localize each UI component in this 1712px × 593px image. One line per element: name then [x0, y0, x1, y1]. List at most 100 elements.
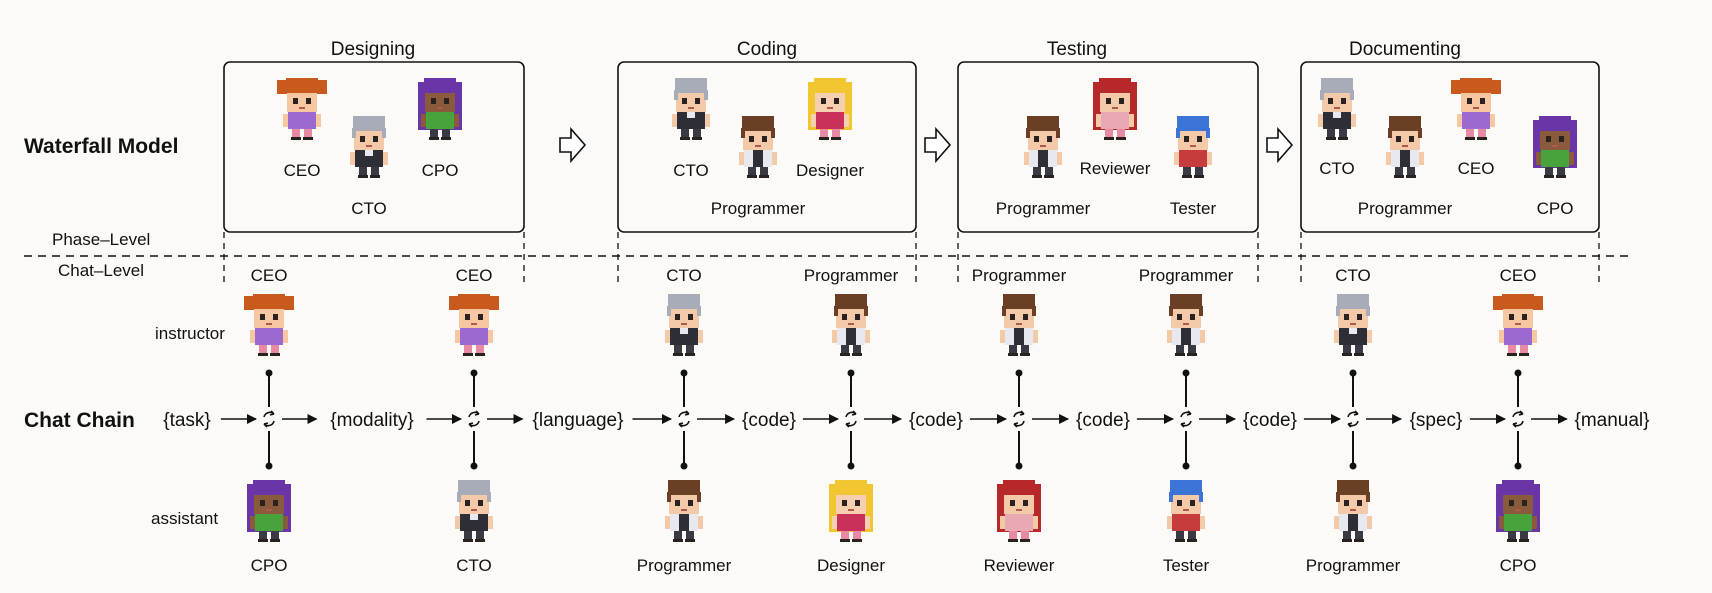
assistant-role-label: CTO: [456, 556, 492, 575]
artifact-task: {task}: [163, 410, 211, 431]
avatar-cto: [350, 116, 388, 178]
artifact-code: {code}: [1076, 410, 1130, 431]
phase-arrows: [559, 126, 1294, 164]
member-label: CEO: [1458, 159, 1495, 178]
avatar-cpo: [247, 480, 291, 542]
link-dot: [1182, 369, 1190, 377]
assistant-role-label: CPO: [251, 556, 288, 575]
link-dot: [680, 369, 688, 377]
avatar-programmer: [1024, 116, 1062, 178]
link-dot: [847, 369, 855, 377]
phase-title: Coding: [737, 39, 797, 60]
avatar-programmer: [739, 116, 777, 178]
link-dot: [847, 462, 855, 470]
avatar-cto: [1318, 78, 1356, 140]
chat-node-3: CTO Programmer: [637, 266, 732, 575]
avatar-cto: [1334, 294, 1372, 356]
avatar-programmer: [1386, 116, 1424, 178]
avatar-tester: [1174, 116, 1212, 178]
chat-level-label: Chat–Level: [58, 261, 144, 280]
avatar-ceo: [277, 78, 327, 140]
chat-node-1: CEO CPO: [244, 266, 294, 575]
avatar-reviewer: [1093, 78, 1137, 140]
chat-loop-icon: [1178, 408, 1194, 430]
artifact-code: {code}: [909, 410, 963, 431]
phase-chat-connectors: [223, 232, 1600, 282]
member-label: Reviewer: [1080, 159, 1151, 178]
chat-loop-icon: [466, 408, 482, 430]
chat-loop-icon: [676, 408, 692, 430]
phase-testing: Testing: [957, 39, 1259, 233]
instructor-role-label: Programmer: [972, 266, 1067, 285]
chat-loop-icon: [261, 408, 277, 430]
member-label: Programmer: [1358, 199, 1453, 218]
avatar-cto: [672, 78, 710, 140]
phase-documenting: Documenting: [1300, 39, 1600, 233]
chat-node-8: CEO CPO: [1493, 266, 1543, 575]
phase-level-label: Phase–Level: [52, 230, 150, 249]
artifact-language: {language}: [533, 410, 624, 431]
instructor-role-label: CEO: [1500, 266, 1537, 285]
link-dot: [1182, 462, 1190, 470]
avatar-programmer: [1334, 480, 1372, 542]
avatar-programmer: [1167, 294, 1205, 356]
phase-box: [223, 61, 525, 233]
instructor-role-label: CEO: [251, 266, 288, 285]
member-label: CTO: [1319, 159, 1355, 178]
link-dot: [265, 369, 273, 377]
chat-loop-icon: [1510, 408, 1526, 430]
assistant-role-label: Programmer: [1306, 556, 1401, 575]
link-dot: [470, 462, 478, 470]
assistant-role-label: Programmer: [637, 556, 732, 575]
avatar-ceo: [449, 294, 499, 356]
chat-loop-icon: [1011, 408, 1027, 430]
link-dot: [1349, 462, 1357, 470]
phase-title: Documenting: [1349, 39, 1461, 60]
link-dot: [470, 369, 478, 377]
phase-arrow-2: [924, 126, 952, 164]
link-dot: [1349, 369, 1357, 377]
member-label: Tester: [1170, 199, 1217, 218]
artifact-manual: {manual}: [1574, 410, 1649, 431]
instructor-label: instructor: [155, 324, 225, 343]
artifact-modality: {modality}: [330, 410, 413, 431]
instructor-role-label: Programmer: [1139, 266, 1234, 285]
instructor-role-label: CTO: [1335, 266, 1371, 285]
member-label: CTO: [351, 199, 387, 218]
member-label: Programmer: [996, 199, 1091, 218]
phase-box: [617, 61, 917, 233]
avatar-cpo: [1496, 480, 1540, 542]
chat-node-7: CTO Programmer: [1306, 266, 1401, 575]
avatar-cto: [665, 294, 703, 356]
avatar-programmer: [665, 480, 703, 542]
avatar-designer: [829, 480, 873, 542]
avatar-tester: [1167, 480, 1205, 542]
assistant-role-label: CPO: [1500, 556, 1537, 575]
phase-members: CEO CTO CPO CTO Programmer Designer Prog…: [277, 78, 1577, 218]
link-dot: [265, 462, 273, 470]
phase-designing: Designing: [223, 39, 525, 233]
link-dot: [1015, 462, 1023, 470]
avatar-programmer: [1000, 294, 1038, 356]
link-dot: [1514, 462, 1522, 470]
avatar-ceo: [1451, 78, 1501, 140]
avatar-designer: [808, 78, 852, 140]
waterfall-model-label: Waterfall Model: [24, 135, 178, 158]
chat-chain-label: Chat Chain: [24, 409, 135, 432]
avatar-cto: [455, 480, 493, 542]
member-label: CTO: [673, 161, 709, 180]
member-label: CPO: [1537, 199, 1574, 218]
chat-loop-icon: [1345, 408, 1361, 430]
avatar-cpo: [418, 78, 462, 140]
artifact-code: {code}: [742, 410, 796, 431]
avatar-cpo: [1533, 116, 1577, 178]
phase-title: Testing: [1047, 39, 1107, 60]
artifact-spec: {spec}: [1410, 410, 1463, 431]
link-dot: [680, 462, 688, 470]
instructor-role-label: CTO: [666, 266, 702, 285]
